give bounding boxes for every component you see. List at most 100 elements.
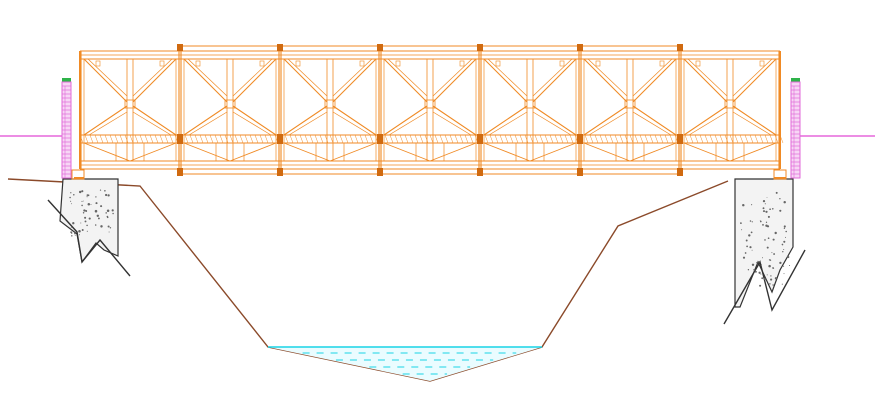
concrete-aggregate: [772, 284, 774, 286]
concrete-aggregate: [742, 204, 744, 206]
top-clip: [695, 60, 701, 67]
left-break-line: [47, 199, 131, 277]
upper-diagonal: [283, 58, 328, 103]
mid-gusset: [624, 99, 636, 109]
concrete-aggregate: [749, 220, 752, 222]
deck-hatch: [339, 134, 344, 144]
deck-hatch: [464, 134, 469, 144]
deck-hatch: [754, 134, 759, 144]
upper-diagonal: [532, 58, 577, 103]
concrete-aggregate: [87, 194, 90, 197]
lower-diagonal: [132, 105, 177, 136]
deck-hatch: [774, 134, 779, 144]
lower-diagonal-inner: [132, 111, 172, 136]
concrete-aggregate: [767, 237, 770, 240]
concrete-aggregate: [766, 197, 768, 198]
upper-diagonal: [83, 58, 128, 103]
concrete-aggregate: [779, 261, 782, 265]
deck-hatch: [624, 134, 629, 144]
left-end-post: [61, 78, 72, 179]
deck-hatch: [294, 134, 299, 144]
deck-hatch: [614, 134, 619, 144]
mid-gusset: [224, 99, 236, 109]
deck-hatch: [409, 134, 414, 144]
deck-hatch: [119, 134, 124, 144]
top-clip: [195, 60, 201, 67]
concrete-aggregate: [71, 203, 73, 205]
concrete-aggregate: [781, 244, 784, 246]
deck-hatch: [299, 134, 304, 144]
under-deck-brace: [729, 142, 777, 162]
upper-diagonal: [683, 58, 728, 103]
lower-diagonal: [732, 105, 777, 136]
deck-hatch: [684, 134, 689, 144]
concrete-aggregate: [70, 192, 72, 194]
lower-diagonal: [483, 105, 528, 136]
deck-hatch: [534, 134, 539, 144]
concrete-aggregate: [783, 200, 786, 204]
concrete-aggregate: [82, 212, 85, 214]
upper-diagonal-inner: [487, 58, 528, 97]
deck-hatch: [734, 134, 739, 144]
deck-pin-joint: [677, 134, 683, 144]
truss-panel: [80, 51, 180, 169]
deck-hatch: [729, 134, 734, 144]
lower-diagonal-inner: [632, 111, 672, 136]
deck-hatch: [144, 134, 149, 144]
deck-hatch: [134, 134, 139, 144]
under-deck-brace: [583, 142, 631, 162]
concrete-aggregate: [774, 231, 777, 235]
deck-pin-joint: [477, 134, 483, 144]
concrete-aggregate: [769, 283, 771, 285]
lower-diagonal: [683, 105, 728, 136]
deck-hatch: [584, 134, 589, 144]
upper-diagonal: [383, 58, 428, 103]
deck-pin-joint: [577, 134, 583, 144]
deck-hatch: [694, 134, 699, 144]
deck-hatch: [494, 134, 499, 144]
concrete-aggregate: [775, 191, 778, 194]
bailey-truss: [71, 44, 787, 180]
deck-hatch: [739, 134, 744, 144]
concrete-aggregate: [96, 214, 100, 218]
concrete-aggregate: [770, 278, 773, 281]
concrete-aggregate: [761, 277, 764, 280]
mid-gusset: [424, 99, 436, 109]
top-clip: [95, 60, 101, 67]
concrete-aggregate: [766, 225, 770, 228]
concrete-aggregate: [760, 264, 762, 266]
deck-hatch: [244, 134, 249, 144]
concrete-aggregate: [764, 203, 766, 205]
deck-hatch: [384, 134, 389, 144]
under-deck-brace: [629, 142, 677, 162]
deck-hatch: [394, 134, 399, 144]
concrete-aggregate: [106, 209, 110, 213]
deck-hatch: [284, 134, 289, 144]
lower-diagonal-inner: [688, 111, 728, 136]
lower-diagonal-inner: [532, 111, 572, 136]
deck-hatch: [539, 134, 544, 144]
deck-hatch: [219, 134, 224, 144]
deck-hatch: [459, 134, 464, 144]
deck-hatch: [604, 134, 609, 144]
concrete-aggregate: [769, 208, 771, 211]
concrete-aggregate: [95, 196, 97, 198]
concrete-aggregate: [97, 217, 100, 220]
concrete-aggregate: [83, 209, 86, 212]
concrete-aggregate: [105, 212, 107, 214]
deck-hatch: [389, 134, 394, 144]
lower-diagonal-inner: [388, 111, 428, 136]
deck-hatch: [224, 134, 229, 144]
deck-hatch: [89, 134, 94, 144]
right-end-post: [790, 78, 801, 179]
concrete-aggregate: [762, 207, 765, 210]
concrete-aggregate: [78, 234, 80, 236]
deck-hatch: [559, 134, 564, 144]
bottom-pin-joint: [277, 168, 283, 176]
concrete-aggregate: [88, 217, 91, 220]
concrete-aggregate: [762, 199, 766, 203]
lower-diagonal-inner: [188, 111, 228, 136]
concrete-aggregate: [109, 227, 112, 229]
concrete-aggregate: [784, 236, 787, 238]
concrete-aggregate: [760, 273, 762, 275]
